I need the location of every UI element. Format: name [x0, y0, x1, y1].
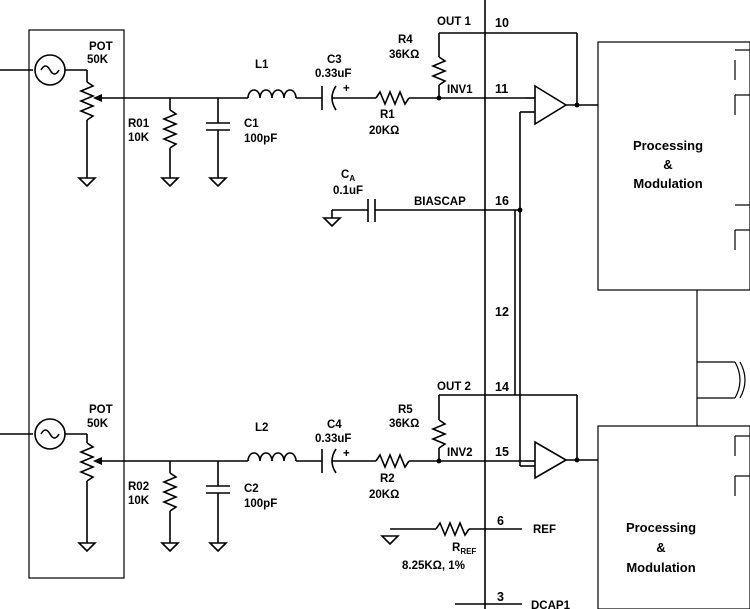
- processing-block-2: Processing & Modulation: [597, 425, 750, 609]
- c3-value: 0.33uF: [315, 68, 351, 80]
- inv2-net: INV2: [447, 447, 473, 459]
- r01-name: R01: [128, 118, 150, 130]
- dcap-pin: 3: [497, 590, 504, 604]
- out2-pin: 14: [495, 380, 509, 394]
- rref-name: RREF: [452, 542, 476, 556]
- r4-name: R4: [398, 34, 413, 46]
- pot-value: 50K: [87, 418, 109, 430]
- r1-value: 20KΩ: [369, 125, 399, 137]
- potentiometer-1: [78, 81, 102, 178]
- ground-icon: [322, 217, 342, 228]
- out1-pin: 10: [495, 16, 509, 30]
- c1-name: C1: [244, 118, 259, 130]
- block-amp: &: [656, 540, 665, 555]
- l1-name: L1: [255, 59, 269, 71]
- block-title: Processing: [626, 520, 696, 535]
- r5-name: R5: [398, 404, 413, 416]
- node-dot: [574, 457, 580, 463]
- block-subtitle: Modulation: [633, 176, 702, 191]
- ground-icon: [160, 177, 180, 188]
- pot-label: POT: [89, 41, 113, 53]
- c3-name: C3: [327, 54, 342, 66]
- c1-value: 100pF: [244, 133, 277, 145]
- pin-12: 12: [495, 305, 509, 319]
- ref-net: REF: [533, 524, 556, 536]
- source-enclosure: [28, 29, 125, 579]
- block-subtitle: Modulation: [626, 560, 695, 575]
- r01-value: 10K: [128, 132, 150, 144]
- opamp-1: [534, 84, 568, 126]
- c2-name: C2: [244, 483, 259, 495]
- l2-name: L2: [255, 422, 268, 434]
- pot-label: POT: [89, 404, 113, 416]
- ca-name: CA: [341, 169, 355, 183]
- c4-plus: +: [343, 448, 350, 460]
- bias-capacitor: CA 0.1uF BIASCAP 16: [322, 169, 523, 228]
- ground-icon: [380, 535, 400, 546]
- inv2-pin: 15: [495, 445, 509, 459]
- r2-value: 20KΩ: [369, 489, 399, 501]
- block-title: Processing: [633, 138, 703, 153]
- inductor-2: [247, 452, 297, 462]
- c2-value: 100pF: [244, 498, 277, 510]
- r5-value: 36KΩ: [389, 418, 419, 430]
- inv1-pin: 11: [495, 82, 508, 96]
- c3-plus: +: [343, 83, 350, 95]
- node-dot: [574, 102, 580, 108]
- r1-name: R1: [380, 109, 395, 121]
- ground-icon: [77, 542, 97, 553]
- ground-icon: [208, 177, 228, 188]
- ref-pin: 6: [497, 514, 504, 528]
- channel-1: POT 50K R01 10K C1 100pF L1 + C3 0.33uF: [0, 16, 598, 188]
- channel-2: POT 50K R02 10K C2 100pF L2 + C4 0.33uF …: [0, 380, 598, 553]
- potentiometer-2: [78, 442, 102, 543]
- ground-icon: [160, 542, 180, 553]
- pot-value: 50K: [87, 54, 109, 66]
- ground-icon: [208, 542, 228, 553]
- ref-resistor: RREF 8.25KΩ, 1% 6 REF: [380, 514, 556, 572]
- ground-icon: [77, 177, 97, 188]
- c4-value: 0.33uF: [315, 433, 351, 445]
- inductor-1: [247, 89, 297, 99]
- block-amp: &: [663, 157, 672, 172]
- r02-name: R02: [128, 481, 149, 493]
- out2-net: OUT 2: [437, 381, 471, 393]
- dcap-net: DCAP1: [531, 600, 571, 609]
- r4-value: 36KΩ: [389, 49, 419, 61]
- biascap-pin: 16: [495, 194, 509, 208]
- processing-block-1: Processing & Modulation: [597, 41, 750, 291]
- rref-value: 8.25KΩ, 1%: [402, 560, 465, 572]
- c4-name: C4: [327, 419, 342, 431]
- right-edge-connectors: [696, 49, 750, 496]
- opamp-2: [534, 440, 568, 480]
- biascap-net: BIASCAP: [414, 196, 466, 208]
- r02-value: 10K: [128, 495, 150, 507]
- inv1-net: INV1: [447, 84, 473, 96]
- out1-net: OUT 1: [437, 16, 471, 28]
- ca-value: 0.1uF: [333, 185, 363, 197]
- r2-name: R2: [380, 473, 395, 485]
